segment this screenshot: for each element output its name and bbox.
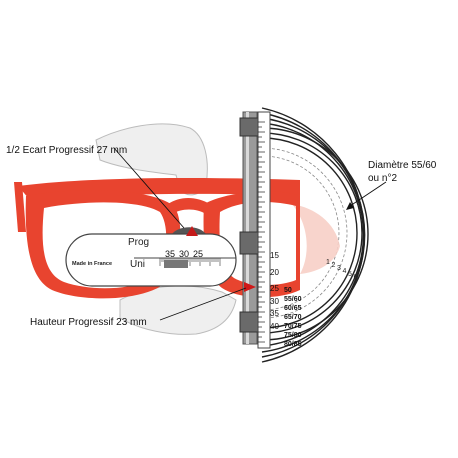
vertical-scale-numbers: 15 20 25 30 35 40 bbox=[270, 251, 279, 331]
slider-scale-numbers: 35 30 25 bbox=[165, 249, 203, 259]
diameter-label-line2: ou n°2 bbox=[368, 173, 397, 184]
vertical-scale-number: 30 bbox=[270, 297, 279, 306]
slider-scale-number: 25 bbox=[193, 249, 203, 259]
dashed-arcs bbox=[261, 147, 348, 319]
slider-scale-number: 35 bbox=[165, 249, 175, 259]
pd-leader-line bbox=[113, 147, 185, 229]
pd-label: 1/2 Ecart Progressif 27 mm bbox=[6, 145, 127, 156]
slider-scale-number: 30 bbox=[179, 249, 189, 259]
diameter-arcs bbox=[261, 107, 369, 363]
circle-number: 2 bbox=[332, 262, 336, 269]
vertical-scale-number: 35 bbox=[270, 309, 279, 318]
diameter-leader-line bbox=[349, 181, 387, 207]
height-label: Hauteur Progressif 23 mm bbox=[30, 317, 147, 328]
slider-ruler bbox=[65, 233, 237, 287]
diameter-label-line1: Diamètre 55/60 bbox=[368, 160, 437, 171]
diameter-size-label: 80/85 bbox=[284, 341, 302, 348]
diameter-size-label: 75/80 bbox=[284, 332, 302, 339]
vertical-scale-ticks bbox=[258, 121, 265, 343]
circle-number: 3 bbox=[337, 265, 341, 272]
diameter-size-label: 70/75 bbox=[284, 323, 302, 330]
circle-number: 5 bbox=[348, 271, 352, 278]
diameter-size-labels: 50 55/60 60/65 65/70 70/75 75/80 80/85 bbox=[284, 287, 302, 348]
glasses-frame bbox=[14, 178, 300, 299]
diameter-size-label: 50 bbox=[284, 287, 292, 294]
slider-uni-label: Uni bbox=[130, 259, 145, 270]
vertical-scale-number: 20 bbox=[270, 268, 279, 277]
height-arrow bbox=[244, 282, 256, 292]
height-leader-line bbox=[159, 287, 247, 321]
vertical-rule bbox=[239, 111, 271, 349]
made-in-france: Made in France bbox=[72, 261, 112, 267]
lower-hand bbox=[119, 285, 237, 335]
diameter-size-label: 55/60 bbox=[284, 296, 302, 303]
vertical-scale-number: 40 bbox=[270, 322, 279, 331]
diameter-size-label: 60/65 bbox=[284, 305, 302, 312]
vertical-scale-number: 15 bbox=[270, 251, 279, 260]
vertical-scale-number: 25 bbox=[270, 284, 279, 293]
diameter-leader-arrow bbox=[346, 202, 354, 210]
lens-reflection bbox=[292, 204, 340, 274]
slider-cursor-block bbox=[164, 260, 188, 268]
slider-prog-label: Prog bbox=[128, 237, 149, 248]
diameter-size-label: 65/70 bbox=[284, 314, 302, 321]
slider-pointer bbox=[186, 226, 198, 236]
circle-number: 6 bbox=[354, 274, 358, 281]
circle-number: 4 bbox=[343, 268, 347, 275]
circle-number: 1 bbox=[326, 259, 330, 266]
